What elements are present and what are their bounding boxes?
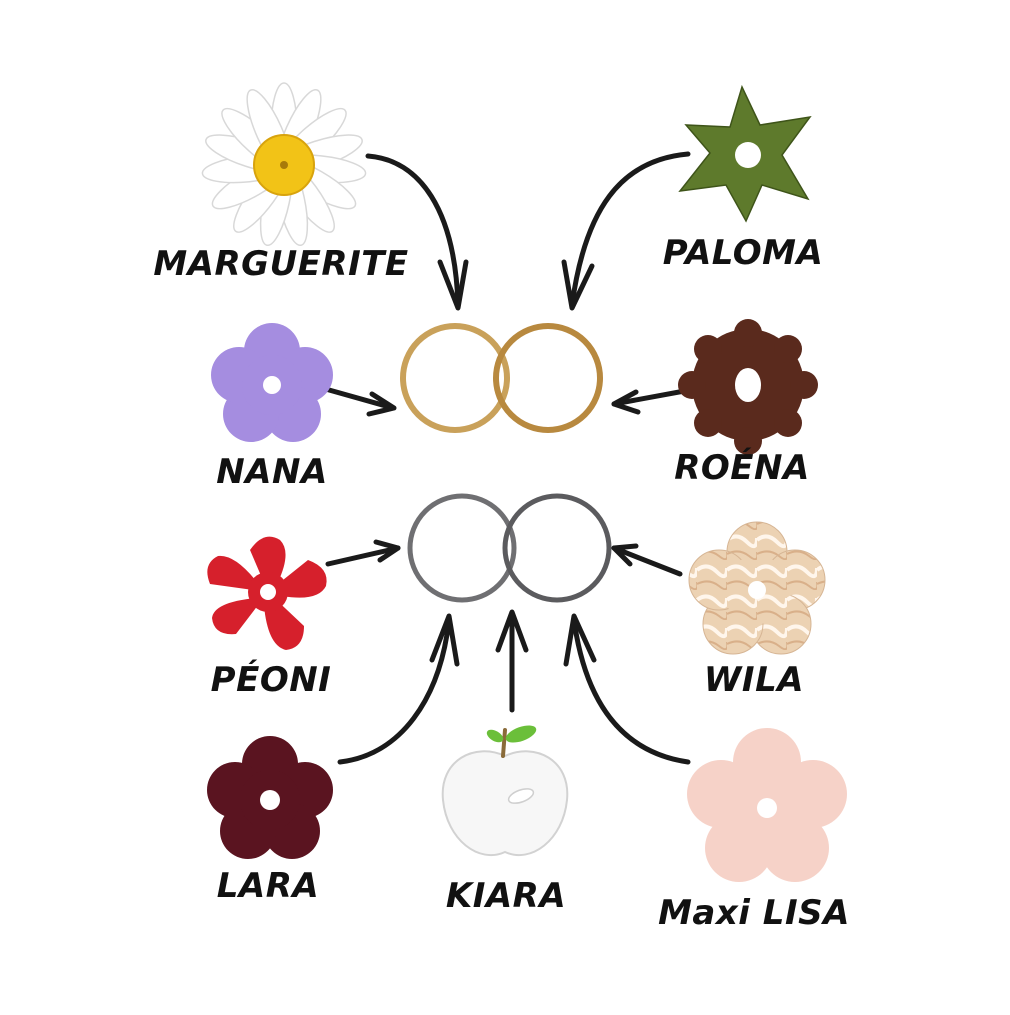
arrow-nana [319, 385, 396, 411]
arrow-maxi-lisa [571, 617, 691, 765]
silver-hoop-left [407, 493, 517, 603]
arrowhead-lara [429, 613, 460, 667]
apple-icon [441, 725, 569, 857]
five-petal-flower-icon [207, 736, 333, 859]
label-roena: ROÉNA [674, 448, 810, 488]
gold-hoop-left [400, 323, 510, 433]
label-lara: LARA [216, 866, 320, 906]
arrowhead-marguerite [437, 259, 469, 311]
arrowhead-maxi-lisa [563, 613, 597, 667]
label-maxi-lisa: Maxi LISA [658, 893, 850, 933]
label-nana: NANA [216, 452, 328, 492]
arrowhead-roena [611, 389, 641, 415]
arrowhead-peoni [373, 539, 401, 563]
arrow-roena [611, 387, 693, 407]
arrowhead-nana [366, 391, 397, 417]
arrowhead-kiara [495, 609, 529, 653]
arrow-wila [611, 545, 683, 577]
gold-hoop-right [493, 323, 603, 433]
gold-hoops [400, 323, 603, 433]
silver-hoop-right [502, 493, 612, 603]
five-petal-flower-icon [211, 323, 333, 442]
pointed-petal-flower-icon [207, 536, 327, 650]
arrow-lara [337, 617, 452, 765]
label-peoni: PÉONI [210, 660, 332, 700]
label-kiara: KIARA [445, 876, 567, 916]
star-flower-icon [678, 84, 812, 223]
silver-hoops [407, 493, 612, 603]
daisy-flower-icon [201, 82, 367, 247]
arrowhead-wila [611, 543, 639, 567]
arrow-paloma [569, 151, 691, 308]
marbled-flower-icon [688, 521, 826, 655]
arrowhead-paloma [561, 259, 595, 311]
arrow-marguerite [365, 153, 461, 308]
large-flower-icon [687, 728, 847, 882]
label-paloma: PALOMA [662, 233, 824, 273]
label-wila: WILA [703, 660, 805, 700]
round-scalloped-flower-icon [678, 319, 818, 455]
arrows [319, 151, 693, 765]
label-marguerite: MARGUERITE [153, 244, 409, 284]
arrow-peoni [325, 545, 401, 567]
